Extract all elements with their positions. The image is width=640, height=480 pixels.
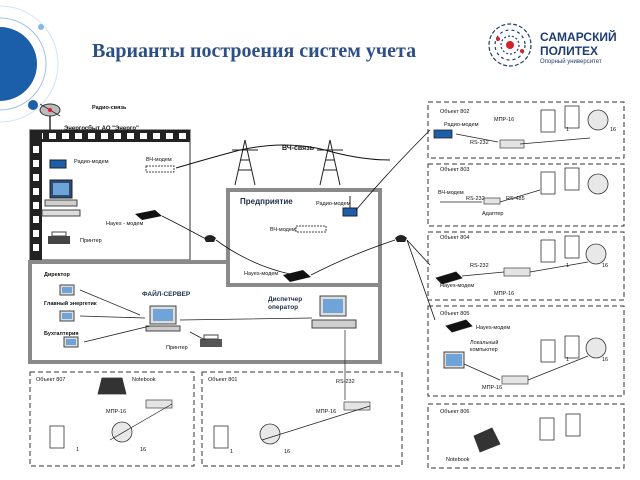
- chief-power-engineer-label: Главный энергетик: [44, 301, 97, 307]
- object-wiring: [109, 133, 591, 441]
- object-806-notebook: Notebook: [446, 457, 470, 463]
- object-805-hayes: Hayes-модем: [476, 325, 511, 331]
- lan-lines: [79, 289, 313, 343]
- radio-link-label: Радио-связь: [92, 105, 127, 111]
- company-label: Энергосбыт АО "Энерго": [64, 126, 139, 132]
- object-801-title: Объект 801: [208, 377, 238, 383]
- object-801-n1: 1: [230, 449, 234, 455]
- logo-line-1: САМАРСКИЙ: [540, 30, 617, 44]
- object-807-frame: [29, 371, 195, 467]
- object-805-local-pc: Локальный компьютер: [470, 340, 499, 353]
- object-805-n16: 16: [602, 357, 609, 363]
- enterprise-hayes-modem-icon: [283, 270, 311, 282]
- energosbyt-pc-icon: [41, 179, 81, 217]
- object-805-pc-icon: [443, 351, 465, 369]
- object-804-title: Объект 804: [440, 235, 470, 241]
- file-server-icon: [145, 305, 181, 332]
- object-805-frame: [427, 305, 625, 397]
- enterprise-printer-icon: [200, 334, 222, 347]
- object-807-n16: 16: [140, 447, 147, 453]
- meter-icons: [49, 105, 581, 449]
- round-meter-icons: [111, 109, 609, 445]
- object-802-title: Объект 802: [440, 109, 470, 115]
- enterprise-radio-modem-label: Радио-модем: [316, 201, 351, 207]
- energosbyt-printer-icon: [48, 231, 70, 244]
- object-806-frame: [427, 403, 625, 469]
- object-802-frame: [427, 101, 625, 159]
- telephone-icon: [204, 235, 407, 242]
- enterprise-printer-label: Принтер: [166, 345, 188, 351]
- energosbyt-hf-modem-icon: [145, 165, 175, 173]
- enterprise-title: Предприятие: [240, 197, 293, 206]
- object-805-title: Объект 805: [440, 311, 470, 317]
- logo-line-2: ПОЛИТЕХ: [540, 44, 599, 58]
- logo-emblem: [488, 23, 532, 67]
- object-801-rs: RS-232: [336, 379, 355, 385]
- object-802-n16: 16: [610, 127, 617, 133]
- hf-link-label: ВЧ-связь: [282, 145, 315, 152]
- object-804-n16: 16: [602, 263, 609, 269]
- object-803-hf-modem: ВЧ-модем: [438, 190, 464, 196]
- object-807-mpr: МПР-16: [106, 409, 127, 415]
- dispatcher-pc-icon: [311, 295, 357, 329]
- object-807-n1: 1: [76, 447, 80, 453]
- power-tower-icon: [232, 139, 343, 186]
- object-801-mpr: МПР-16: [316, 409, 337, 415]
- object-804-hayes: Hayes-модем: [440, 283, 475, 289]
- object-modem-icons: [433, 129, 473, 333]
- object-801-frame: [201, 371, 403, 467]
- director-label: Директор: [44, 272, 70, 278]
- dispatcher-label: Диспетчер оператор: [268, 296, 303, 311]
- satellite-dish-icon: [39, 103, 61, 130]
- engineer-pc-icon: [59, 310, 75, 322]
- object-804-rs: RS-232: [470, 263, 489, 269]
- object-802-rs: RS-232: [470, 140, 489, 146]
- object-807-title: Объект 807: [36, 377, 66, 383]
- accounting-pc-icon: [63, 336, 79, 348]
- object-803-rs485: RS-485: [506, 196, 525, 202]
- object-804-mpr: МПР-16: [494, 291, 515, 297]
- object-803-adapter: Адаптер: [482, 211, 504, 217]
- enterprise-hayes-modem-label: Hayes-модем: [244, 271, 279, 277]
- object-804-frame: [427, 231, 625, 301]
- enterprise-hf-modem-label: ВЧ-модем: [270, 227, 296, 233]
- energosbyt-hayes-modem-icon: [135, 210, 162, 220]
- enterprise-radio-modem-icon: [342, 196, 358, 217]
- object-805-mpr: МПР-16: [482, 385, 503, 391]
- object-807-notebook: Notebook: [132, 377, 156, 383]
- object-803-title: Объект 803: [440, 167, 470, 173]
- energosbyt-printer-label: Принтер: [80, 238, 102, 244]
- slide-title: Варианты построения систем учета: [92, 40, 417, 62]
- object-802-n1: 1: [566, 127, 570, 133]
- energosbyt-radio-modem-icon: [49, 159, 67, 169]
- energosbyt-radio-modem-label: Радио-модем: [74, 159, 109, 165]
- file-server-label: ФАЙЛ-СЕРВЕР: [142, 291, 191, 298]
- logo-line-3: Опорный университет: [540, 59, 602, 65]
- object-805-n1: 1: [566, 357, 570, 363]
- object-806-title: Объект 806: [440, 409, 470, 415]
- accounting-label: Бухгалтерия: [44, 331, 79, 337]
- energosbyt-hayes-modem-label: Hayes - модем: [106, 221, 144, 227]
- director-pc-icon: [59, 284, 75, 296]
- enterprise-hf-modem-icon: [295, 225, 327, 233]
- object-803-frame: [427, 163, 625, 227]
- object-802-radio-modem: Радио-модем: [444, 122, 479, 128]
- notebook-icons: [97, 377, 501, 453]
- object-802-mpr: МПР-16: [494, 117, 515, 123]
- energosbyt-hf-modem-label: ВЧ-модем: [146, 157, 172, 163]
- object-804-n1: 1: [566, 263, 570, 269]
- object-803-rs232: RS-232: [466, 196, 485, 202]
- decorative-circles: [0, 5, 59, 123]
- object-801-n16: 16: [284, 449, 291, 455]
